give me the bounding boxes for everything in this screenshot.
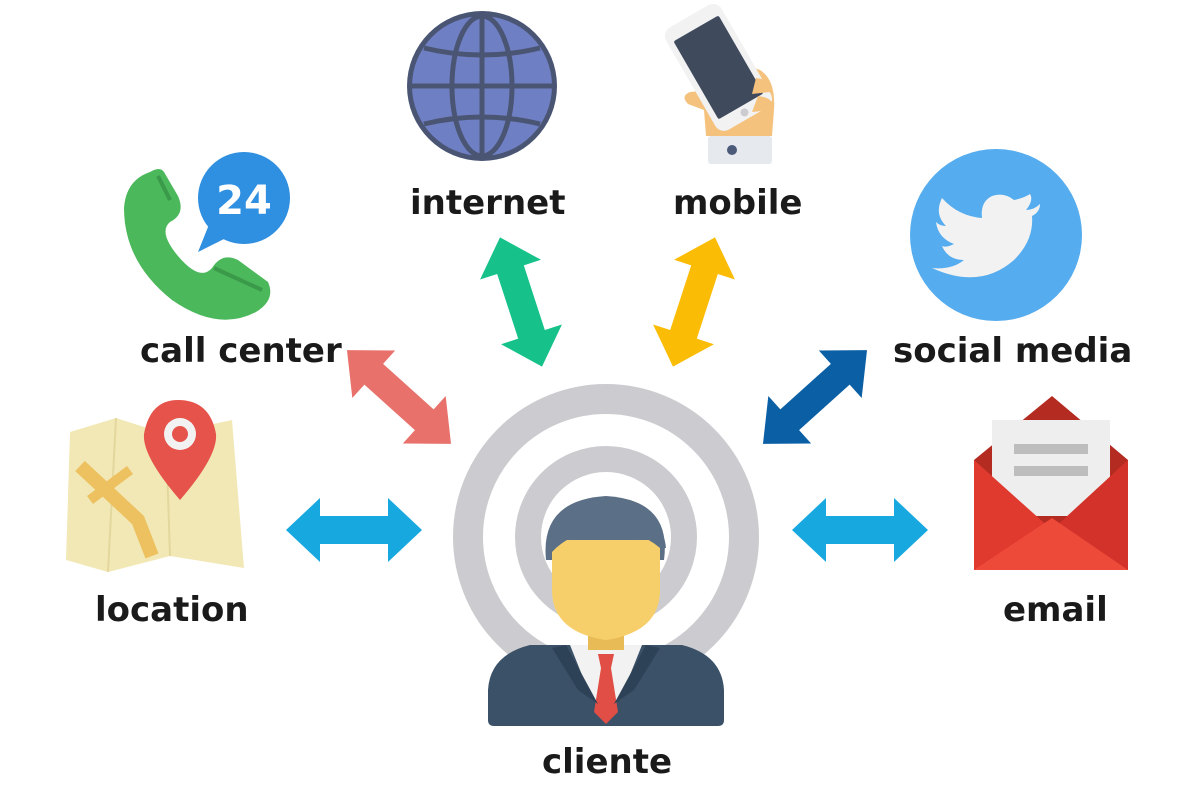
arrow-mobile: [653, 237, 735, 367]
envelope-icon: [974, 396, 1128, 570]
globe-icon: [407, 11, 557, 161]
map-pin-icon: [66, 400, 244, 573]
smartphone-in-hand-icon: [664, 3, 775, 164]
location-label: location: [95, 590, 249, 630]
twitter-bird-icon: [910, 149, 1082, 321]
arrow-social-media: [762, 350, 868, 444]
social-media-label: social media: [893, 331, 1133, 371]
arrow-call-center: [346, 350, 452, 444]
call-center-label: call center: [140, 331, 342, 371]
cliente-label: cliente: [542, 742, 673, 782]
email-label: email: [1003, 590, 1108, 630]
arrow-internet: [480, 237, 562, 367]
businessman-avatar-icon: [488, 496, 724, 726]
mobile-label: mobile: [673, 183, 803, 223]
arrow-email: [792, 498, 928, 562]
phone-24-hour-icon: 24: [124, 152, 290, 320]
internet-label: internet: [410, 183, 566, 223]
badge-24-text: 24: [216, 178, 272, 224]
arrow-location: [286, 498, 422, 562]
